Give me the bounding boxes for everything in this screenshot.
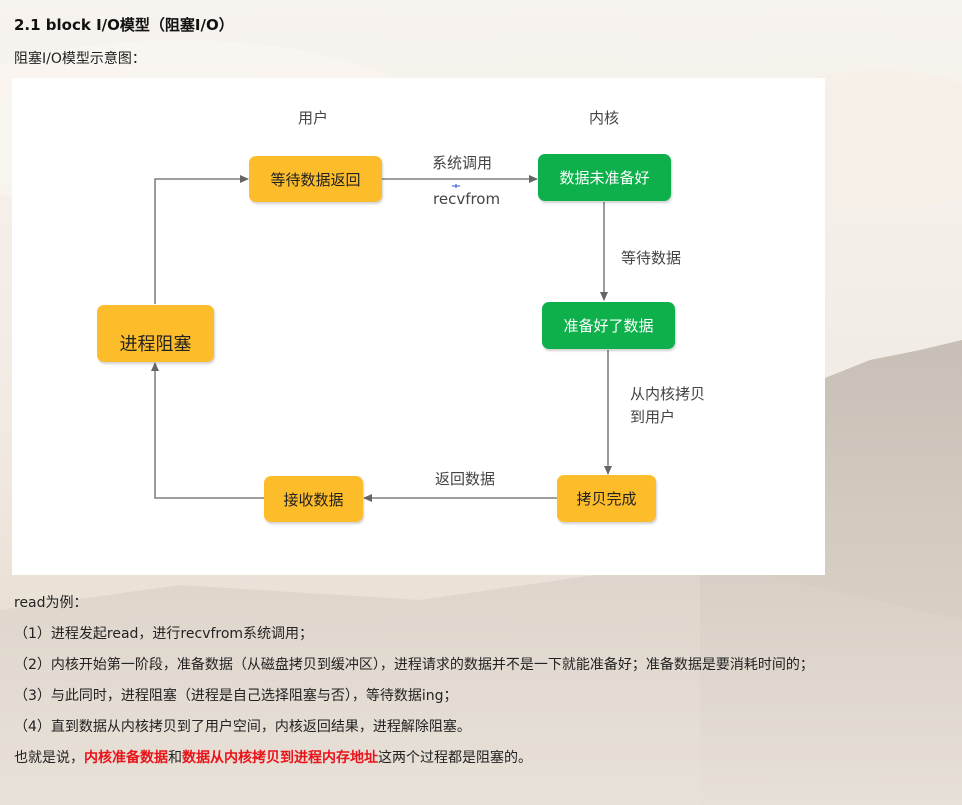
column-label-kernel: 内核 (589, 109, 620, 127)
column-label-user: 用户 (298, 109, 329, 127)
step-3: （3）与此同时，进程阻塞（进程是自己选择阻塞与否），等待数据ing； (14, 688, 458, 704)
box-data-ready: 准备好了数据 (542, 302, 675, 349)
label-waiting-data: 等待数据 (621, 249, 682, 267)
intro-text: read为例： (14, 595, 88, 611)
box-process-blocked: 进程阻塞 (97, 305, 214, 362)
arrow-blocked-to-wait (154, 175, 249, 304)
box-copy-done: 拷贝完成 (557, 475, 656, 522)
label-system-call: 系统调用 (432, 154, 493, 172)
diagram-caption: 阻塞I/O模型示意图： (14, 51, 146, 67)
summary-highlight-copy: 数据从内核拷贝到进程内存地址 (182, 750, 378, 766)
box-data-not-ready: 数据未准备好 (538, 154, 671, 201)
label-recvfrom: recvfrom (433, 190, 501, 208)
summary-suffix: 这两个过程都是阻塞的。 (378, 750, 532, 766)
cursor-mark (452, 184, 460, 188)
summary-text: 也就是说，内核准备数据和数据从内核拷贝到进程内存地址这两个过程都是阻塞的。 (14, 747, 532, 767)
arrow-receive-to-blocked (151, 362, 264, 499)
summary-conjunction: 和 (168, 750, 182, 766)
label-copy-kernel-to-user: 从内核拷贝到用户 (630, 385, 706, 426)
diagram-arrows (151, 175, 612, 502)
summary-prefix: 也就是说， (14, 750, 84, 766)
box-receive-data: 接收数据 (264, 476, 363, 522)
label-return-data: 返回数据 (435, 470, 496, 488)
step-2: （2）内核开始第一阶段，准备数据（从磁盘拷贝到缓冲区），进程请求的数据并不是一下… (14, 657, 814, 673)
blocking-io-diagram: 用户 内核 等待数据返回 数据未准备好 准备好了数据 拷贝完成 接收数据 进程阻… (12, 78, 825, 575)
box-wait-data-return: 等待数据返回 (249, 156, 382, 202)
section-heading: 2.1 block I/O模型（阻塞I/O） (14, 16, 234, 34)
summary-highlight-kernel-prepare: 内核准备数据 (84, 750, 168, 766)
step-4: （4）直到数据从内核拷贝到了用户空间，内核返回结果，进程解除阻塞。 (14, 719, 471, 735)
step-1: （1）进程发起read，进行recvfrom系统调用； (14, 626, 314, 642)
